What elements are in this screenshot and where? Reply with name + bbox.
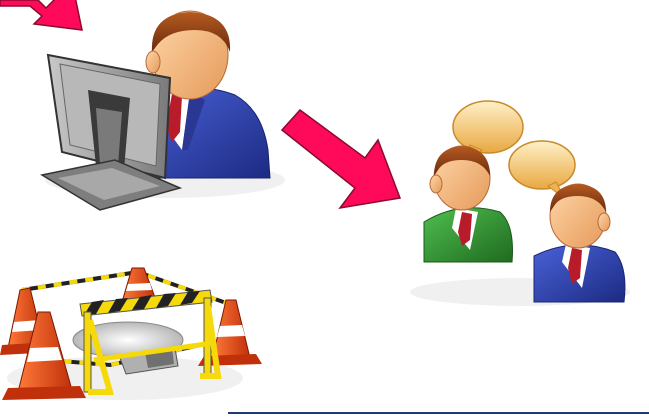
two-people-talking-icon — [410, 101, 630, 306]
center-arrow-icon — [282, 110, 400, 208]
construction-barrier-icon — [0, 268, 262, 400]
divider-line — [228, 412, 649, 414]
top-left-arrow-icon — [0, 0, 82, 30]
person-at-computer-icon — [42, 11, 285, 210]
